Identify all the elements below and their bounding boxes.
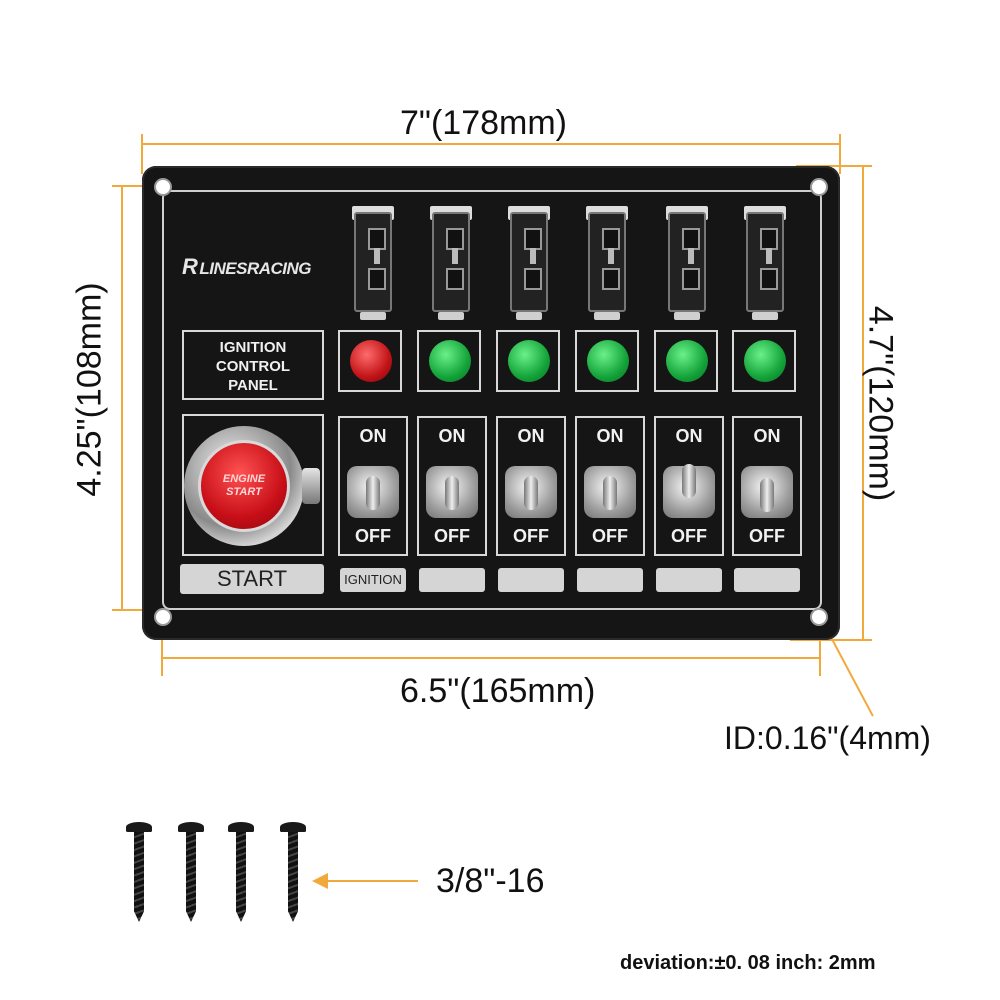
left-dimension-tick-top <box>112 185 160 187</box>
indicator-lamp-green <box>666 340 708 382</box>
toggle-switch-5[interactable]: ON OFF <box>654 416 724 556</box>
top-width-label: 7"(178mm) <box>400 104 567 142</box>
deviation-note: deviation:±0. 08 inch: 2mm <box>620 952 876 974</box>
indicator-box-1 <box>338 330 402 392</box>
switch-label-3 <box>498 568 564 592</box>
switch-on-label: ON <box>675 426 703 446</box>
switch-label-5 <box>656 568 722 592</box>
toggle-lever[interactable] <box>445 476 459 510</box>
top-dimension-line <box>142 143 840 145</box>
indicator-box-3 <box>496 330 560 392</box>
top-dimension-tick-right <box>839 134 841 174</box>
mounting-screw-3 <box>228 822 254 922</box>
toggle-lever[interactable] <box>760 478 774 512</box>
top-dimension-tick-left <box>141 134 143 174</box>
engine-start-button[interactable]: ENGINE START <box>184 426 304 546</box>
switch-off-label: OFF <box>749 526 785 546</box>
engine-start-text-2: START <box>226 486 262 498</box>
indicator-box-5 <box>654 330 718 392</box>
right-height-label: 4.7"(120mm) <box>861 305 900 502</box>
panel-title-box: IGNITION CONTROL PANEL <box>182 330 324 400</box>
toggle-lever[interactable] <box>524 476 538 510</box>
fuse-holder-5[interactable] <box>666 206 708 320</box>
engine-start-button-cap[interactable]: ENGINE START <box>198 440 290 532</box>
switch-off-label: OFF <box>671 526 707 546</box>
indicator-lamp-green <box>508 340 550 382</box>
switch-label-1: IGNITION <box>340 568 406 592</box>
indicator-lamp-green <box>429 340 471 382</box>
mounting-screw-4 <box>280 822 306 922</box>
switch-label-2 <box>419 568 485 592</box>
toggle-switch-2[interactable]: ON OFF <box>417 416 487 556</box>
fuse-holder-4[interactable] <box>586 206 628 320</box>
left-height-label: 4.25"(108mm) <box>70 282 109 497</box>
engine-start-text-1: ENGINE <box>222 473 266 485</box>
hole-id-label: ID:0.16"(4mm) <box>724 720 931 756</box>
right-dimension-line <box>862 166 864 640</box>
mounting-screw-2 <box>178 822 204 922</box>
mount-hole-bottom-left <box>154 608 172 626</box>
toggle-switch-4[interactable]: ON OFF <box>575 416 645 556</box>
brand-logo-text: LINESRACING <box>199 259 312 278</box>
toggle-lever[interactable] <box>366 476 380 510</box>
switch-on-label: ON <box>359 426 387 446</box>
panel-border <box>162 190 822 610</box>
fuse-holder-3[interactable] <box>508 206 550 320</box>
indicator-box-4 <box>575 330 639 392</box>
switch-off-label: OFF <box>434 526 470 546</box>
mount-hole-top-left <box>154 178 172 196</box>
toggle-switch-6[interactable]: ON OFF <box>732 416 802 556</box>
switch-off-label: OFF <box>513 526 549 546</box>
toggle-switch-3[interactable]: ON OFF <box>496 416 566 556</box>
indicator-box-6 <box>732 330 796 392</box>
brand-logo-mark: R <box>182 254 198 279</box>
switch-on-label: ON <box>596 426 624 446</box>
screw-arrow-line <box>326 880 418 882</box>
indicator-lamp-green <box>744 340 786 382</box>
switch-off-label: OFF <box>592 526 628 546</box>
switch-on-label: ON <box>517 426 545 446</box>
screw-arrow-head-icon <box>312 873 328 889</box>
switch-label-6 <box>734 568 800 592</box>
left-dimension-line <box>121 186 123 610</box>
switch-on-label: ON <box>753 426 781 446</box>
fuse-holder-6[interactable] <box>744 206 786 320</box>
screw-size-label: 3/8"-16 <box>436 862 545 900</box>
bottom-dimension-tick-right <box>819 630 821 676</box>
switch-label-4 <box>577 568 643 592</box>
bottom-dimension-tick-left <box>161 636 163 676</box>
panel-title-line-3: PANEL <box>228 377 278 394</box>
fuse-holder-1[interactable] <box>352 206 394 320</box>
indicator-box-2 <box>417 330 481 392</box>
hole-leader-line <box>826 629 874 717</box>
panel-title-line-1: IGNITION <box>219 339 287 356</box>
toggle-switch-1[interactable]: ON OFF <box>338 416 408 556</box>
mount-hole-top-right <box>810 178 828 196</box>
switch-off-label: OFF <box>355 526 391 546</box>
panel-title-line-2: CONTROL <box>215 358 291 375</box>
bottom-width-label: 6.5"(165mm) <box>400 672 596 710</box>
left-dimension-tick-bottom <box>112 609 160 611</box>
fuse-holder-2[interactable] <box>430 206 472 320</box>
engine-start-bezel-side <box>302 468 320 504</box>
start-label: START <box>180 564 324 594</box>
engine-start-box: ENGINE START <box>182 414 324 556</box>
mount-hole-bottom-right <box>810 608 828 626</box>
bottom-dimension-line <box>162 657 820 659</box>
mounting-screw-1 <box>126 822 152 922</box>
indicator-lamp-green <box>587 340 629 382</box>
right-dimension-tick-top <box>796 165 872 167</box>
switch-on-label: ON <box>438 426 466 446</box>
toggle-lever[interactable] <box>603 476 617 510</box>
indicator-lamp-red <box>350 340 392 382</box>
toggle-lever[interactable] <box>682 464 696 498</box>
